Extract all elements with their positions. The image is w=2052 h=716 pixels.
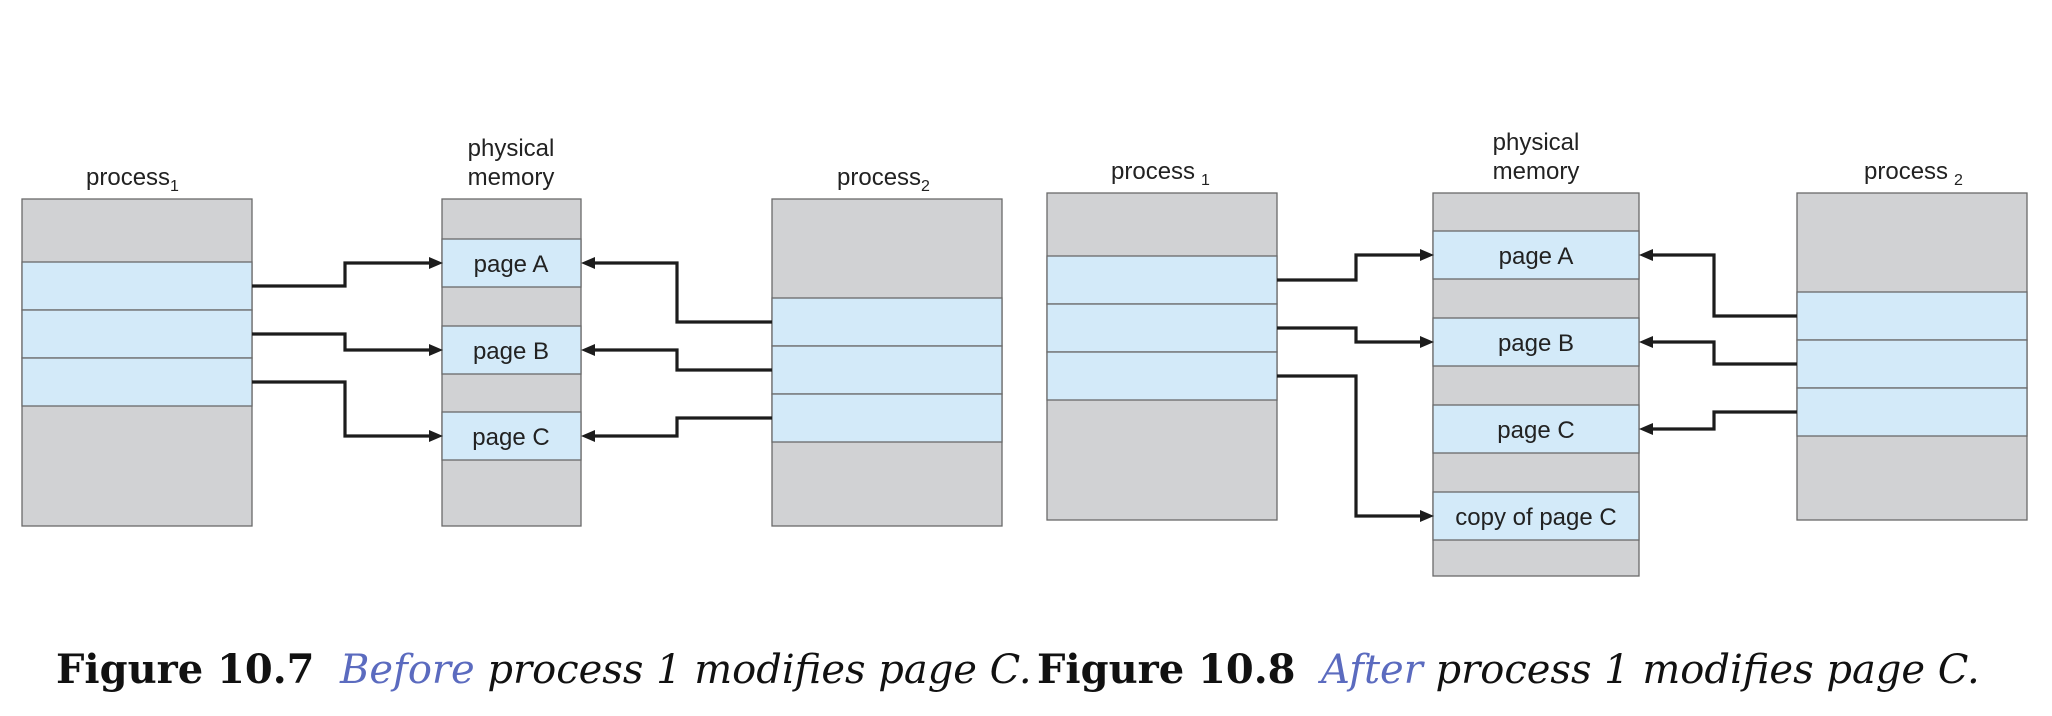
process1-page-entry [1046, 351, 1278, 401]
memory-label-line1: physical [1493, 129, 1580, 156]
process2-page-entry [771, 297, 1003, 347]
process2-page-entry [1796, 291, 2028, 341]
process1-page-entry [21, 309, 253, 359]
process2-page-entry [1796, 387, 2028, 437]
memory-label-line1: physical [468, 135, 555, 162]
process2-page-entry [1796, 339, 2028, 389]
page-a-label: page A [1499, 243, 1574, 270]
process1-to-memory-arrows [252, 257, 443, 442]
memory-page-c [441, 411, 582, 461]
figure-10-7-caption: Figure 10.7 Before process 1 modifies pa… [56, 646, 1032, 693]
process1-page-entry [1046, 303, 1278, 353]
figure-10-8-caption: Figure 10.8 After process 1 modifies pag… [1037, 646, 1980, 693]
process2-block [1796, 192, 2028, 521]
memory-page-b [1432, 317, 1640, 367]
page-a-label: page A [474, 251, 549, 278]
caption-highlight: After [1320, 647, 1423, 693]
process2-page-entry [771, 393, 1003, 443]
process1-block [21, 198, 253, 527]
process1-page-entry [1046, 255, 1278, 305]
page-c-label: page C [1497, 417, 1574, 444]
caption-text: process 1 modifies page C. [1422, 647, 1980, 693]
process1-to-memory-arrows [1277, 249, 1434, 522]
physical-memory-block: page A page B page C copy of page C [1432, 192, 1640, 577]
process2-page-entry [771, 345, 1003, 395]
figure-number: Figure 10.7 [56, 646, 315, 693]
memory-copy-of-page-c [1432, 491, 1640, 541]
process1-page-entry [21, 357, 253, 407]
process1-label: process1 [86, 164, 179, 195]
page-c-label: page C [472, 424, 549, 451]
page-b-label: page B [473, 338, 549, 365]
figure-number: Figure 10.8 [1037, 646, 1296, 693]
caption-highlight: Before [339, 647, 475, 693]
process1-block [1046, 192, 1278, 521]
copy-of-page-c-label: copy of page C [1455, 504, 1616, 531]
memory-page-a [441, 238, 582, 288]
page-b-label: page B [1498, 330, 1574, 357]
process1-page-entry [21, 261, 253, 311]
process2-to-memory-arrows [581, 257, 772, 442]
physical-memory-block: page A page B page C [441, 198, 582, 527]
caption-text: process 1 modifies page C. [474, 647, 1032, 693]
process2-to-memory-arrows [1639, 249, 1797, 435]
figure-before: process1 physical memory page A page B p… [21, 135, 1003, 527]
memory-label-line2: memory [468, 164, 555, 191]
process2-block [771, 198, 1003, 527]
process2-label: process2 [837, 164, 930, 195]
memory-label-line2: memory [1493, 158, 1580, 185]
